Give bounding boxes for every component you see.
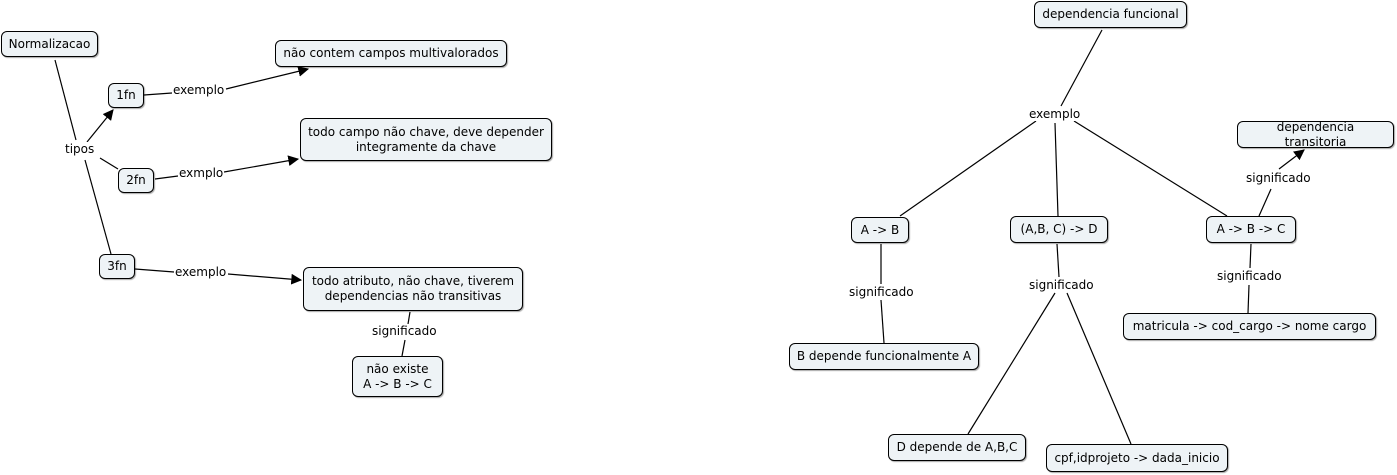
concept-2fn[interactable]: 2fn bbox=[118, 168, 154, 193]
link-significado-3fn: significado bbox=[371, 324, 438, 338]
link-significado-a-b: significado bbox=[848, 285, 915, 299]
link-tipos: tipos bbox=[64, 142, 96, 156]
concept-abc-d[interactable]: (A,B, C) -> D bbox=[1010, 216, 1108, 243]
edge-significado-b-depende bbox=[880, 299, 885, 344]
edge-abc-d-significado bbox=[1056, 243, 1060, 278]
link-exemplo-3fn: exemplo bbox=[174, 265, 228, 279]
concept-normalizacao[interactable]: Normalizacao bbox=[1, 31, 98, 57]
edge-exemplo-3fn-desc bbox=[227, 273, 303, 285]
edge-exemplo-a-b-c bbox=[1073, 120, 1228, 217]
concept-2fn-description[interactable]: todo campo não chave, deve depender inte… bbox=[300, 118, 552, 161]
edge-3fn-exemplo bbox=[134, 268, 175, 273]
edge-tipos-2fn bbox=[99, 157, 119, 170]
link-significado-a-b-c: significado bbox=[1216, 269, 1283, 283]
concept-dependencia-transitoria[interactable]: dependencia transitoria bbox=[1237, 120, 1394, 149]
edge-exemplo-abc-d bbox=[1054, 122, 1059, 217]
concept-1fn-description[interactable]: não contem campos multivalorados bbox=[275, 40, 507, 67]
edge-exmplo-2fn-desc bbox=[223, 155, 300, 173]
edge-df-exemplo bbox=[1060, 29, 1103, 107]
concept-dependencia-funcional[interactable]: dependencia funcional bbox=[1034, 1, 1187, 28]
edge-significado-cpf bbox=[1066, 292, 1132, 445]
edge-a-b-c-significado-top bbox=[1258, 188, 1272, 217]
concept-3fn-description[interactable]: todo atributo, não chave, tiverem depend… bbox=[303, 267, 523, 311]
edge-normalizacao-tipos bbox=[54, 59, 77, 141]
edge-exemplo-1fn-desc bbox=[225, 66, 310, 90]
concept-d-depende[interactable]: D depende de A,B,C bbox=[888, 434, 1026, 461]
edge-significado-nao-existe bbox=[401, 339, 406, 357]
edge-tipos-3fn bbox=[84, 159, 112, 255]
edge-tipos-1fn bbox=[86, 109, 114, 143]
link-exemplo-1fn: exemplo bbox=[172, 83, 226, 97]
edge-significado-dep-trans bbox=[1278, 149, 1305, 170]
edge-significado-d-depende bbox=[967, 292, 1056, 435]
concept-nao-existe[interactable]: não existe A -> B -> C bbox=[352, 356, 443, 397]
edge-1fn-exemplo bbox=[143, 92, 173, 96]
concept-3fn[interactable]: 3fn bbox=[99, 254, 135, 279]
link-significado-transitoria: significado bbox=[1245, 171, 1312, 185]
link-significado-abc-d: significado bbox=[1028, 278, 1095, 292]
concept-a-b-c[interactable]: A -> B -> C bbox=[1206, 216, 1296, 243]
concept-1fn[interactable]: 1fn bbox=[108, 83, 144, 108]
edge-2fn-exmplo bbox=[154, 175, 179, 180]
link-exemplo-dependencia: exemplo bbox=[1028, 107, 1082, 121]
link-exmplo-2fn: exmplo bbox=[178, 166, 225, 180]
concept-cpf-idprojeto[interactable]: cpf,idprojeto -> dada_inicio bbox=[1046, 444, 1228, 472]
concept-matricula[interactable]: matricula -> cod_cargo -> nome cargo bbox=[1123, 313, 1376, 340]
concept-b-depende[interactable]: B depende funcionalmente A bbox=[789, 343, 979, 370]
edge-significado-matricula bbox=[1247, 284, 1250, 314]
edge-exemplo-a-b bbox=[899, 120, 1037, 217]
edge-3fn-desc-significado bbox=[407, 311, 411, 325]
concept-a-b[interactable]: A -> B bbox=[851, 217, 909, 243]
edge-a-b-c-significado-bottom bbox=[1249, 243, 1252, 269]
